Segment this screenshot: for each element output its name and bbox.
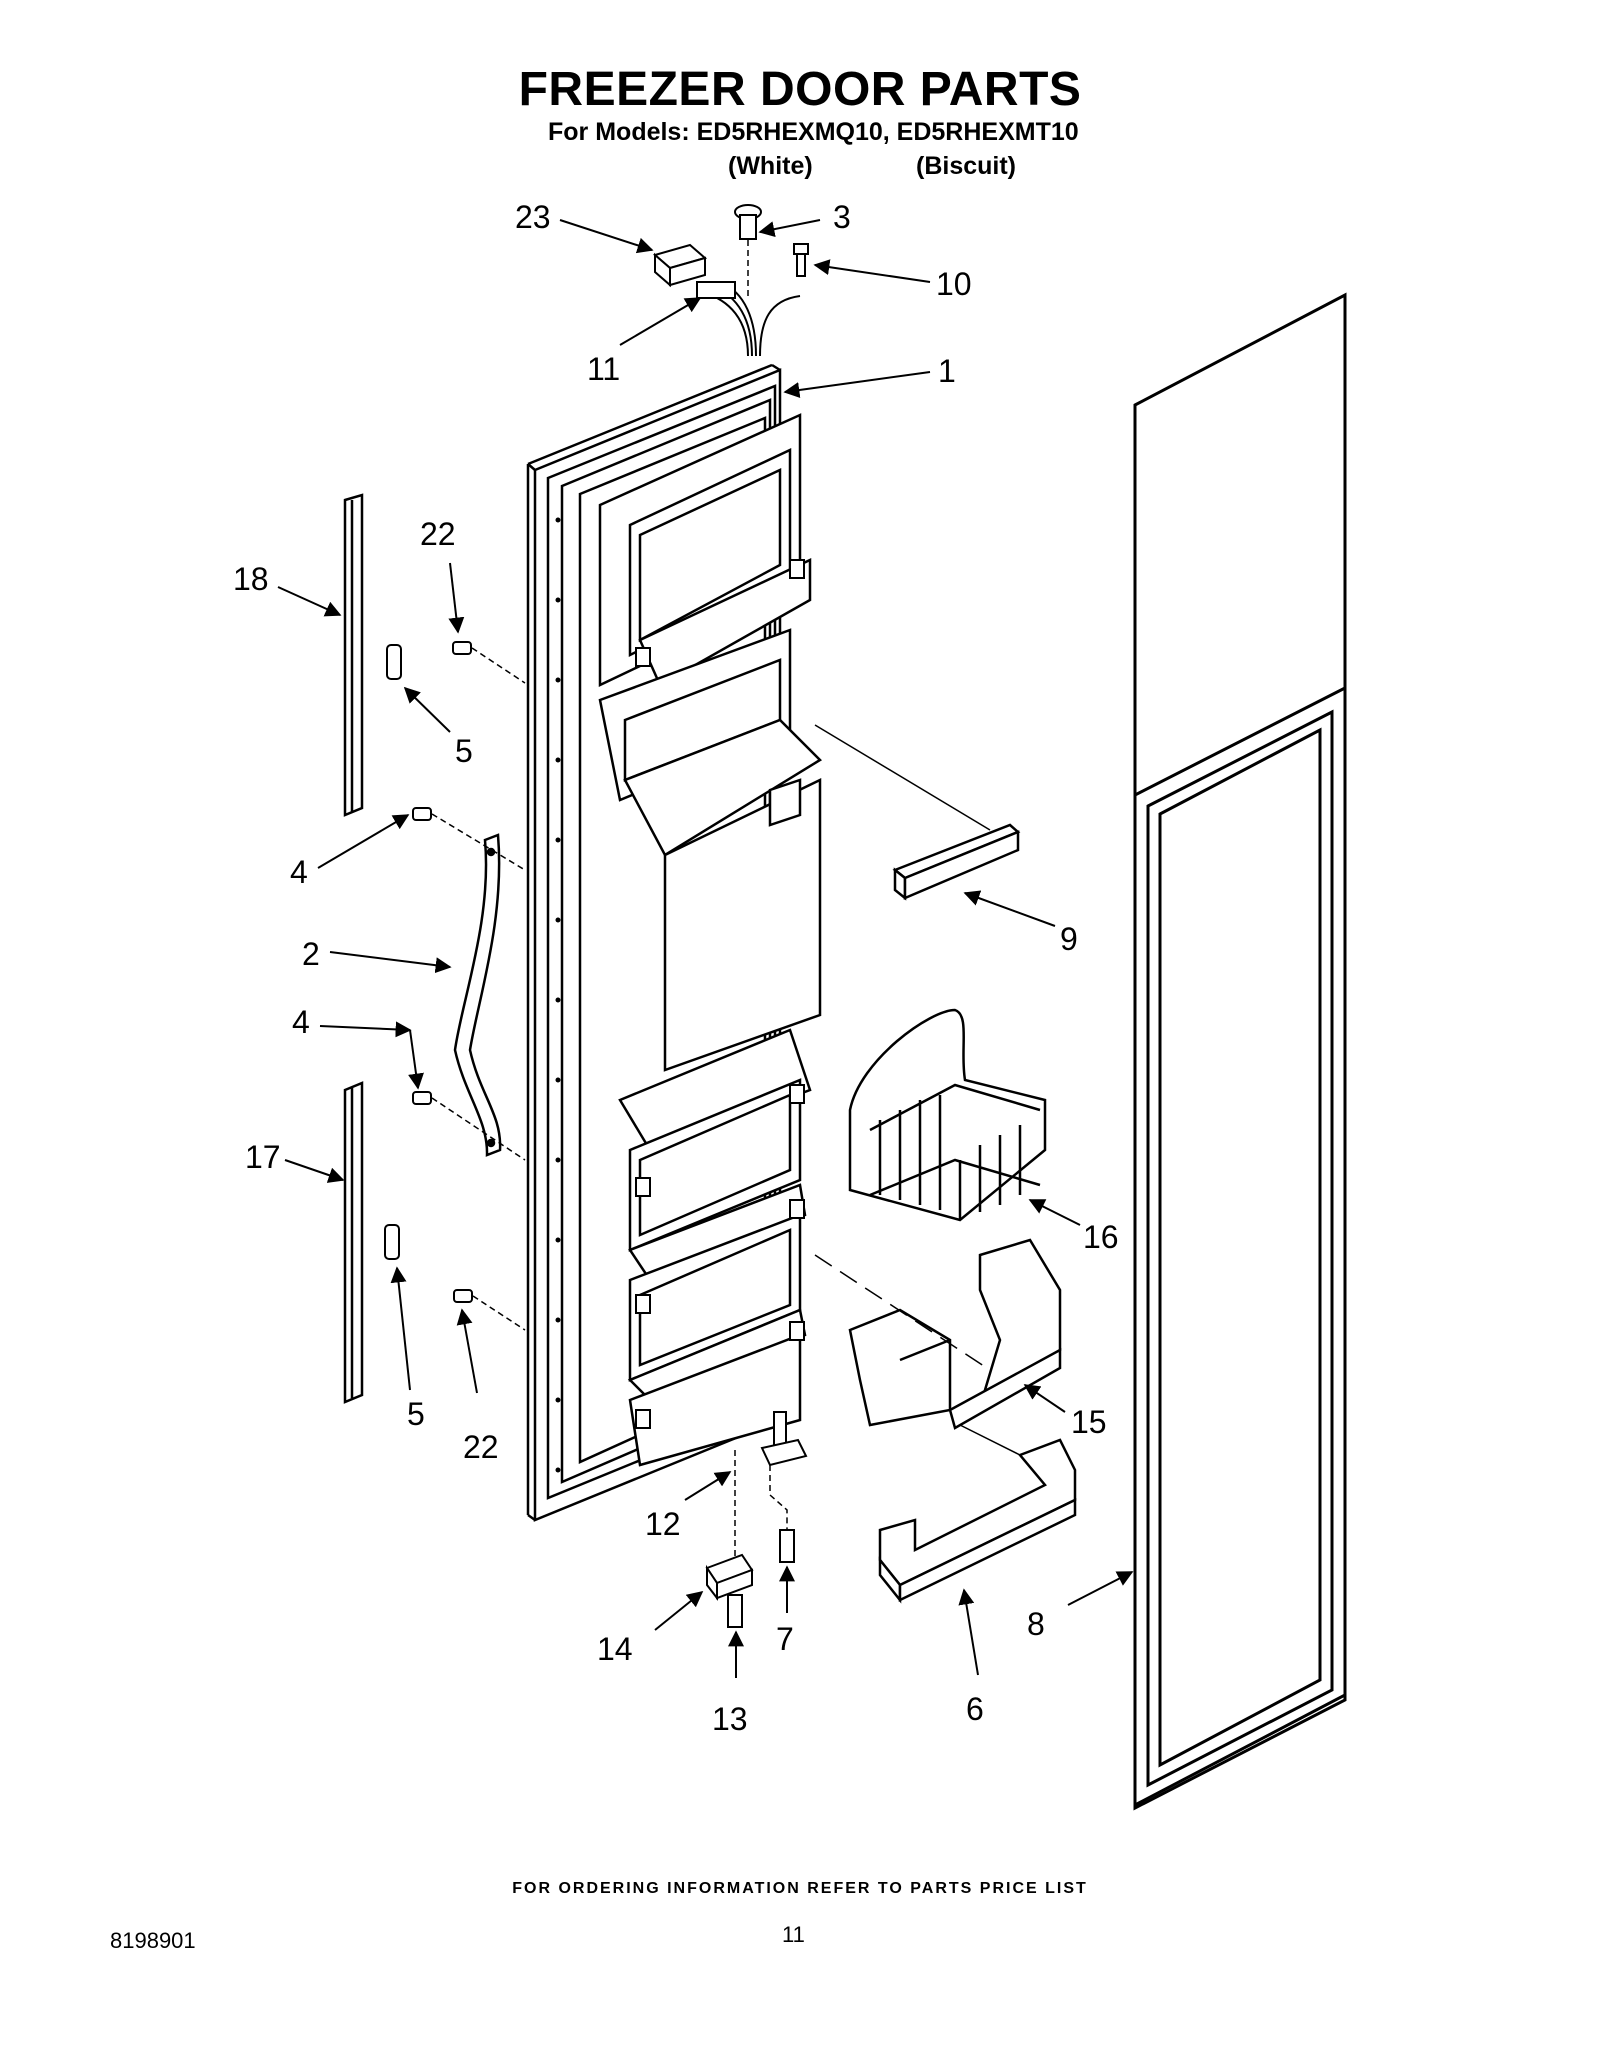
hinge-bracket-14 <box>705 1553 754 1601</box>
wire-connector-23 <box>652 243 708 288</box>
callout-22-bottom: 22 <box>463 1429 499 1465</box>
shelf-rail-9 <box>892 823 1021 901</box>
hinge-dash-lines <box>734 1450 788 1560</box>
screw-dash-lines <box>431 647 526 1331</box>
holder-dash-line <box>814 1254 991 1371</box>
door-handle <box>453 833 502 1157</box>
door-gasket-frame <box>1133 685 1347 1811</box>
wire-basket-16 <box>848 1008 1047 1222</box>
document-number: 8198901 <box>110 1928 196 1953</box>
callout-2: 2 <box>302 936 320 972</box>
screws <box>412 641 473 1303</box>
callout-5-top: 5 <box>455 733 473 769</box>
wire-harness-11 <box>696 281 801 357</box>
models-line: For Models: ED5RHEXMQ10, ED5RHEXMT10 <box>548 118 1079 146</box>
callout-15: 15 <box>1071 1404 1107 1440</box>
callout-5-bottom: 5 <box>407 1396 425 1432</box>
shelf-clips <box>635 559 805 1429</box>
hinge-pin-12 <box>760 1411 808 1467</box>
bin-holder-15 <box>848 1238 1062 1430</box>
callout-leaders <box>277 219 1134 1678</box>
callout-4-top: 4 <box>290 854 308 890</box>
callout-17: 17 <box>245 1139 281 1175</box>
ordering-note: FOR ORDERING INFORMATION REFER TO PARTS … <box>512 1880 1088 1897</box>
callout-12: 12 <box>645 1506 681 1542</box>
trim-strip-17 <box>343 1081 364 1404</box>
callout-11: 11 <box>587 351 620 387</box>
callout-4-bottom: 4 <box>292 1004 310 1040</box>
door-liner <box>598 413 823 1467</box>
screw-10 <box>793 243 809 277</box>
callout-3: 3 <box>833 199 851 235</box>
callout-6: 6 <box>966 1691 984 1727</box>
rail-guide-line <box>814 724 991 831</box>
variant-white: (White) <box>728 152 813 180</box>
callout-1: 1 <box>938 353 956 389</box>
callout-14: 14 <box>597 1631 633 1667</box>
callout-18: 18 <box>233 561 269 597</box>
page-title: FREEZER DOOR PARTS <box>518 63 1082 116</box>
callout-16: 16 <box>1083 1219 1119 1255</box>
callout-9: 9 <box>1060 921 1078 957</box>
variant-biscuit: (Biscuit) <box>916 152 1016 180</box>
switch-3 <box>734 204 762 240</box>
handle-clips <box>384 644 402 1260</box>
door-gasket <box>1133 292 1347 1808</box>
page-number: 11 <box>782 1922 805 1947</box>
door-panel-holes <box>555 517 561 1473</box>
hinge-screws <box>727 1529 795 1628</box>
callout-13: 13 <box>712 1701 748 1737</box>
holder-link-line <box>959 1424 1021 1456</box>
callout-7: 7 <box>776 1621 794 1657</box>
callout-numbers: 23 3 10 11 1 18 22 5 4 2 4 17 5 22 9 16 … <box>233 199 1119 1737</box>
callout-8: 8 <box>1027 1606 1045 1642</box>
callout-10: 10 <box>936 266 972 302</box>
callout-23: 23 <box>515 199 551 235</box>
door-bin-6 <box>878 1438 1077 1604</box>
trim-strip-18 <box>343 493 364 817</box>
callout-22-top: 22 <box>420 516 456 552</box>
